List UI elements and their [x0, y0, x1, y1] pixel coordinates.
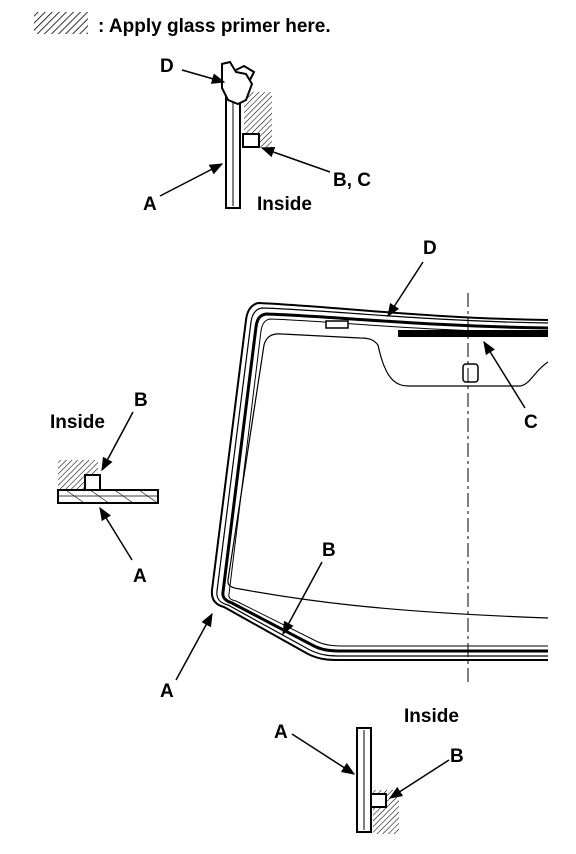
top-label-a: A: [143, 194, 157, 215]
top-label-d: D: [160, 56, 174, 77]
bottom-label-b: B: [450, 746, 464, 767]
top-label-inside: Inside: [257, 194, 312, 215]
left-label-inside: Inside: [50, 412, 105, 433]
top-detail: D A B, C Inside: [143, 56, 371, 215]
left-label-b: B: [134, 390, 148, 411]
legend: : Apply glass primer here.: [34, 12, 331, 37]
bottom-adhesive-b: [370, 793, 387, 808]
molding-d: [221, 60, 254, 106]
left-glass-section: [57, 489, 159, 504]
main-label-c: C: [524, 412, 538, 433]
mirror-mount: [462, 363, 479, 383]
legend-hatch-swatch: [34, 12, 88, 34]
primer-band-b: [221, 312, 549, 653]
top-clip: [325, 320, 349, 329]
main-label-a: A: [160, 681, 174, 702]
main-label-b: B: [322, 540, 336, 561]
windshield-outer-edge: [210, 301, 549, 661]
adhesive-block-bc: [242, 133, 260, 148]
bottom-detail: Inside A B: [274, 706, 464, 834]
top-label-bc: B, C: [333, 170, 371, 191]
bottom-label-a: A: [274, 722, 288, 743]
left-label-a: A: [133, 566, 147, 587]
ceramic-inner-boundary: [227, 333, 549, 619]
bottom-label-inside: Inside: [404, 706, 459, 727]
main-label-d: D: [423, 238, 437, 259]
legend-text: : Apply glass primer here.: [98, 16, 331, 37]
dam-strip-c: [398, 330, 548, 337]
windshield-main-view: D C B A: [160, 238, 549, 702]
left-detail: Inside B A: [50, 390, 159, 587]
left-adhesive-b: [84, 474, 101, 491]
